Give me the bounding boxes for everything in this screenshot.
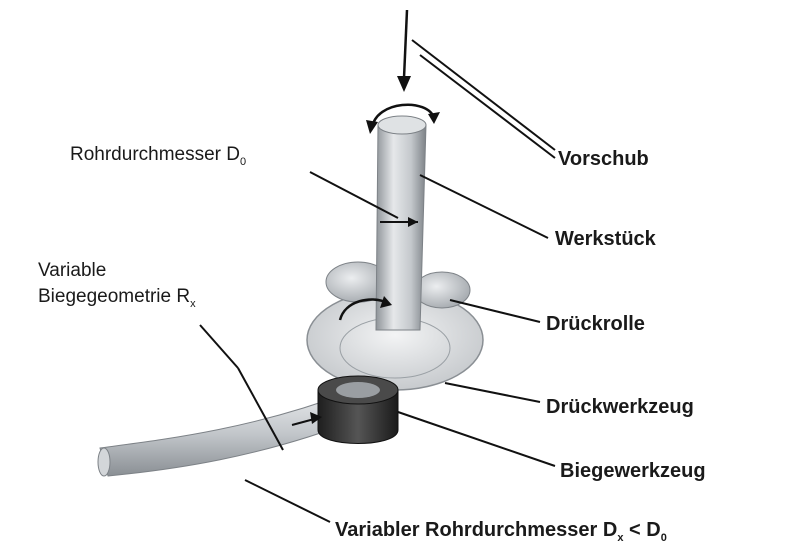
label-variable-line2: Biegegeometrie Rx	[38, 286, 196, 310]
label-vorschub: Vorschub	[558, 148, 649, 170]
label-drueckrolle: Drückrolle	[546, 313, 645, 335]
leader-biegewerkzeug	[398, 412, 555, 466]
leader-vorschub-1	[412, 40, 555, 150]
leader-vorschub-2	[420, 55, 555, 158]
label-variabler-rohrdurchmesser: Variabler Rohrdurchmesser Dx < D0	[335, 519, 667, 544]
label-rohrdurchmesser: Rohrdurchmesser D0	[70, 144, 246, 168]
leader-variabler	[245, 480, 330, 522]
leader-variable-1	[200, 325, 238, 368]
feed-arrow	[397, 10, 411, 92]
leader-drueckwerkzeug	[445, 383, 540, 402]
label-werkstueck: Werkstück	[555, 228, 657, 250]
leader-werkstueck	[420, 175, 548, 238]
label-variable-line1: Variable	[38, 260, 106, 281]
biegewerkzeug-ring	[318, 376, 398, 444]
label-biegewerkzeug: Biegewerkzeug	[560, 460, 706, 482]
label-drueckwerkzeug: Drückwerkzeug	[546, 396, 694, 418]
